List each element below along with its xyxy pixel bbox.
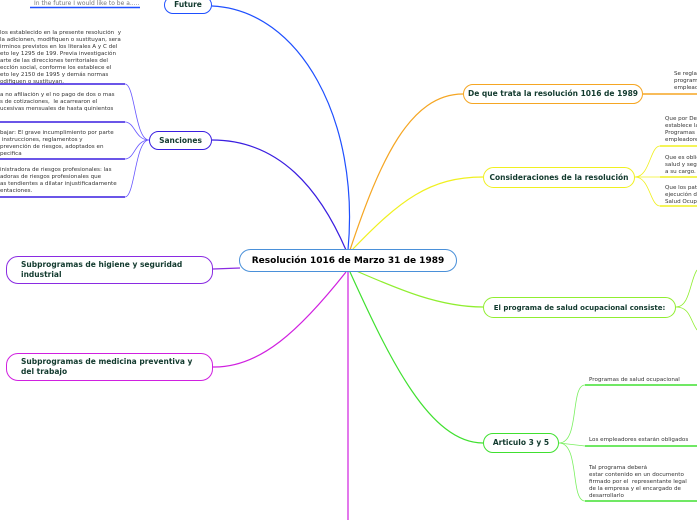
consideraciones-node[interactable]: Consideraciones de la resolución (483, 167, 635, 188)
medicina-node[interactable]: Subprogramas de medicina preventiva y de… (6, 353, 213, 381)
articulo-node[interactable]: Articulo 3 y 5 (483, 433, 559, 453)
sanciones-node[interactable]: Sanciones (149, 131, 212, 150)
sancion-text-1: los establecido en la presente resolució… (0, 30, 122, 85)
future-node[interactable]: Future (164, 0, 212, 14)
articulo-text-2: Los empleadores estarán obligados (589, 437, 689, 443)
sancion-text-3: bajar: El grave incumplimiento por parte… (0, 130, 114, 157)
de-que-trata-text: Se regla program emplead (674, 71, 697, 91)
consideracion-text-3: Que los pat ejecución d Salud Ocup (665, 185, 697, 205)
consideracion-text-2: Que es oblig salud y seg a su cargo. (665, 155, 697, 175)
programa-node[interactable]: El programa de salud ocupacional consist… (483, 297, 676, 318)
articulo-text-3: Tal programa deberá estar contenido en u… (589, 465, 687, 499)
articulo-text-1: Programas de salud ocupacional (589, 377, 680, 383)
future-note: In the future I would like to be a..... (34, 0, 140, 7)
sancion-text-2: a no afiliación y el no pago de dos o ma… (0, 92, 115, 112)
de-que-trata-node[interactable]: De que trata la resolución 1016 de 1989 (463, 84, 643, 104)
central-node[interactable]: Resolución 1016 de Marzo 31 de 1989 (239, 249, 457, 272)
higiene-node[interactable]: Subprogramas de higiene y seguridad indu… (6, 256, 213, 284)
consideracion-text-1: Que por De establece la Programas emplea… (665, 116, 697, 143)
sancion-text-4: inistradora de riesgos profesionales: la… (0, 167, 117, 194)
